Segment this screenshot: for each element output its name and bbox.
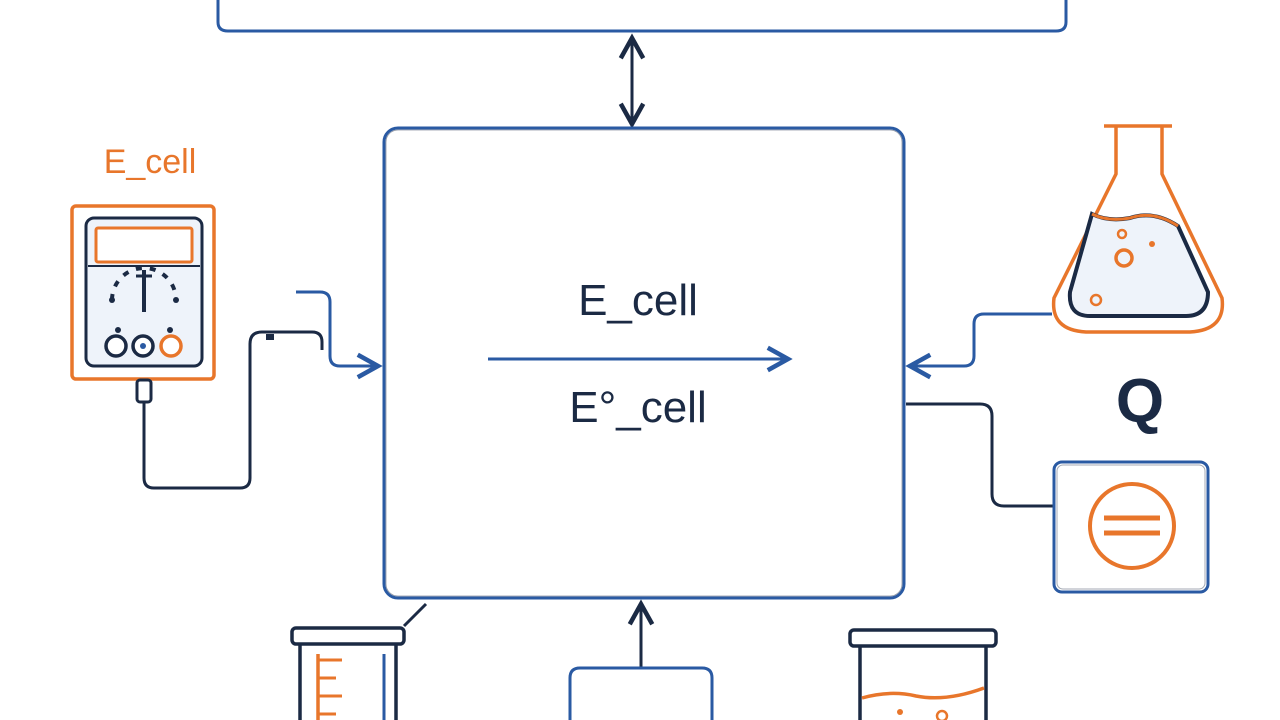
flask-icon [1051, 124, 1225, 334]
equilibrium-box [1052, 460, 1210, 594]
bottom-box [568, 666, 714, 720]
right-input-arrow [910, 312, 1052, 366]
meter-cable [142, 330, 324, 490]
q-label: Q [1116, 367, 1164, 436]
center-top-label: E_cell [578, 276, 698, 325]
beaker-link [402, 602, 428, 628]
center-bottom-label: E°_cell [569, 383, 706, 432]
q-connector [906, 402, 1054, 508]
left-input-arrow [296, 290, 378, 366]
meter-label: E_cell [104, 143, 197, 181]
top-box [216, 0, 1068, 33]
center-box [382, 126, 906, 600]
solution-beaker-icon [848, 628, 998, 720]
graduated-beaker-icon [290, 626, 406, 720]
voltmeter-icon [70, 204, 216, 404]
